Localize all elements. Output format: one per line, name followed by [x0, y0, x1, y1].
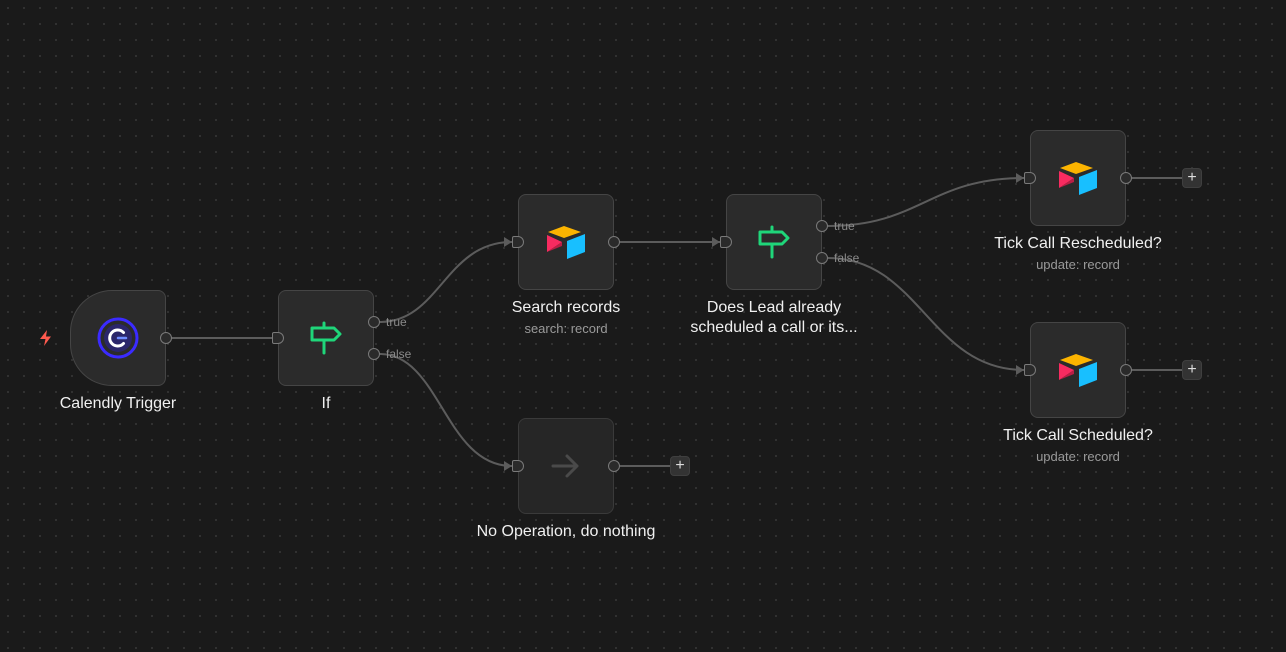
does-lead-true-handle[interactable]: [816, 220, 828, 232]
signpost-icon: [758, 225, 790, 259]
edge-arrow: [712, 237, 720, 247]
if-true-handle[interactable]: [368, 316, 380, 328]
edge-doeslead-false-to-scheduled[interactable]: [827, 257, 1025, 371]
calendly-icon: [97, 317, 139, 359]
search-records-title: Search records: [511, 299, 621, 316]
trigger-bolt-icon: [40, 330, 51, 346]
tick-call-rescheduled-subtitle: update: record: [1036, 257, 1120, 272]
if-input-handle[interactable]: [272, 332, 284, 344]
no-operation-output-handle[interactable]: [608, 460, 620, 472]
does-lead-true-label: true: [834, 219, 855, 233]
search-records-subtitle: search: record: [524, 321, 608, 336]
tick-call-scheduled-output-handle[interactable]: [1120, 364, 1132, 376]
tick-call-rescheduled-add-button[interactable]: +: [1182, 168, 1202, 188]
if-false-handle[interactable]: [368, 348, 380, 360]
airtable-icon: [547, 226, 585, 259]
does-lead-title-line1: Does Lead already: [706, 299, 842, 316]
search-records-output-handle[interactable]: [608, 236, 620, 248]
calendly-output-handle[interactable]: [160, 332, 172, 344]
edge-if-false-to-noop[interactable]: [379, 353, 513, 467]
calendly-trigger-title: Calendly Trigger: [59, 395, 177, 412]
no-operation-node[interactable]: [518, 418, 614, 514]
does-lead-title-line2: scheduled a call or its...: [690, 319, 858, 336]
if-true-label: true: [386, 315, 407, 329]
search-records-node[interactable]: [518, 194, 614, 290]
if-node[interactable]: [278, 290, 374, 386]
tick-call-scheduled-input-handle[interactable]: [1024, 364, 1036, 376]
tick-call-rescheduled-node[interactable]: [1030, 130, 1126, 226]
edge-arrow: [1016, 365, 1024, 375]
edge-doeslead-true-to-rescheduled[interactable]: [827, 177, 1025, 227]
tick-call-scheduled-title: Tick Call Scheduled?: [1003, 427, 1153, 444]
tick-call-scheduled-node[interactable]: [1030, 322, 1126, 418]
no-operation-add-button[interactable]: +: [670, 456, 690, 476]
tick-call-scheduled-subtitle: update: record: [1036, 449, 1120, 464]
search-records-input-handle[interactable]: [512, 236, 524, 248]
no-operation-title: No Operation, do nothing: [476, 523, 656, 540]
edge-arrow: [504, 237, 512, 247]
no-operation-input-handle[interactable]: [512, 460, 524, 472]
if-false-label: false: [386, 347, 412, 361]
edge-arrow: [1016, 173, 1024, 183]
if-title: If: [321, 395, 331, 412]
does-lead-false-label: false: [834, 251, 860, 265]
does-lead-node[interactable]: [726, 194, 822, 290]
edge-if-true-to-search[interactable]: [379, 241, 513, 323]
arrow-right-icon: [551, 454, 579, 478]
edge-arrow: [504, 461, 512, 471]
tick-call-rescheduled-title: Tick Call Rescheduled?: [994, 235, 1162, 252]
signpost-icon: [310, 321, 342, 355]
tick-call-rescheduled-output-handle[interactable]: [1120, 172, 1132, 184]
tick-call-scheduled-add-button[interactable]: +: [1182, 360, 1202, 380]
airtable-icon: [1059, 162, 1097, 195]
calendly-trigger-node[interactable]: [70, 290, 166, 386]
does-lead-input-handle[interactable]: [720, 236, 732, 248]
airtable-icon: [1059, 354, 1097, 387]
tick-call-rescheduled-input-handle[interactable]: [1024, 172, 1036, 184]
does-lead-false-handle[interactable]: [816, 252, 828, 264]
